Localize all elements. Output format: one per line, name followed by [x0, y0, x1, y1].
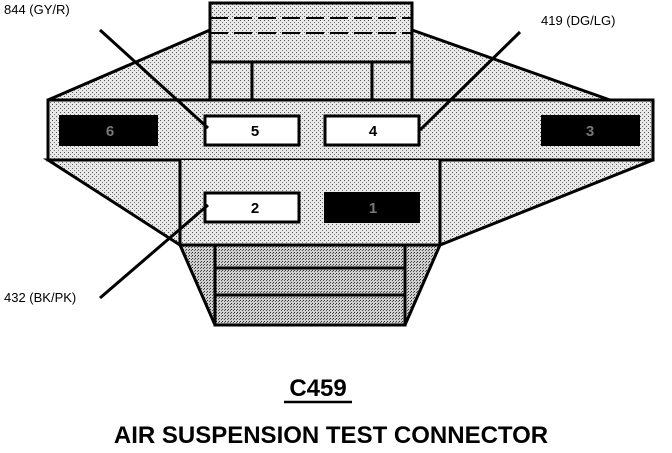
- pin5-wire-callout: 844 (GY/R): [4, 2, 70, 17]
- pin-cavity-2: 2: [203, 191, 301, 224]
- pin-cavity-4: 4: [323, 114, 421, 147]
- pin4-wire-callout: 419 (DG/LG): [541, 13, 615, 28]
- leader-line-pin2: [99, 203, 209, 300]
- pin-cavity-5: 5: [203, 114, 301, 147]
- leader-line-pin5: [98, 28, 210, 130]
- pin-6-label: 6: [106, 123, 114, 140]
- pin2-wire-callout: 432 (BK/PK): [4, 290, 76, 305]
- leader-line-pin4: [418, 30, 522, 132]
- pin-3-label: 3: [586, 123, 594, 140]
- pin-cavity-6: 6: [59, 115, 158, 146]
- pin-5-label: 5: [251, 123, 259, 140]
- pin-1-label: 1: [369, 200, 377, 217]
- connector-id: C459: [289, 375, 346, 402]
- pin-cavity-3: 3: [541, 115, 640, 146]
- pin-2-label: 2: [251, 200, 259, 217]
- top-latch: [208, 1, 414, 102]
- lower-wing: [180, 160, 440, 245]
- connector-title: AIR SUSPENSION TEST CONNECTOR: [114, 422, 548, 448]
- pin-cavity-1: 1: [324, 192, 420, 223]
- pin-4-label: 4: [369, 123, 378, 140]
